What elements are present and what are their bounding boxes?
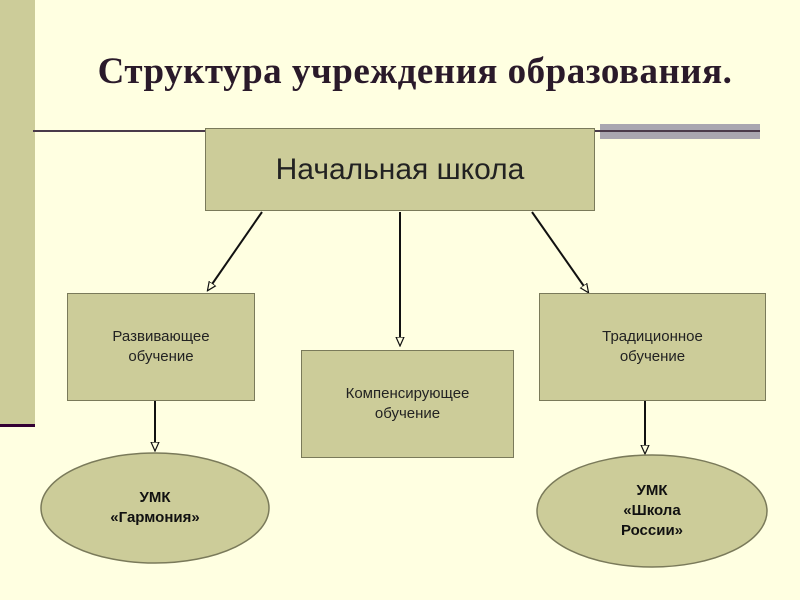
title-divider-accent <box>600 124 760 139</box>
umk-shkola-rossii-ellipse <box>536 454 768 568</box>
umk-shkola-rossii-label: УМК «Школа России» <box>620 482 684 539</box>
umk-garmonia-ellipse <box>40 452 270 564</box>
slide-title: Структура учреждения образования. <box>97 51 733 92</box>
umk-garmonia-label: УМК «Гармония» <box>110 489 200 526</box>
node-compensatory-learning: Компенсирующее обучение <box>301 350 514 458</box>
node-developmental-learning: Развивающее обучение <box>67 293 255 401</box>
node-traditional-learning: Традиционное обучение <box>539 293 766 401</box>
arrow-root-to-left <box>208 211 263 290</box>
node-primary-school: Начальная школа <box>205 128 595 211</box>
slide-sidebar-decoration <box>0 0 35 427</box>
arrow-root-to-right <box>531 211 588 292</box>
